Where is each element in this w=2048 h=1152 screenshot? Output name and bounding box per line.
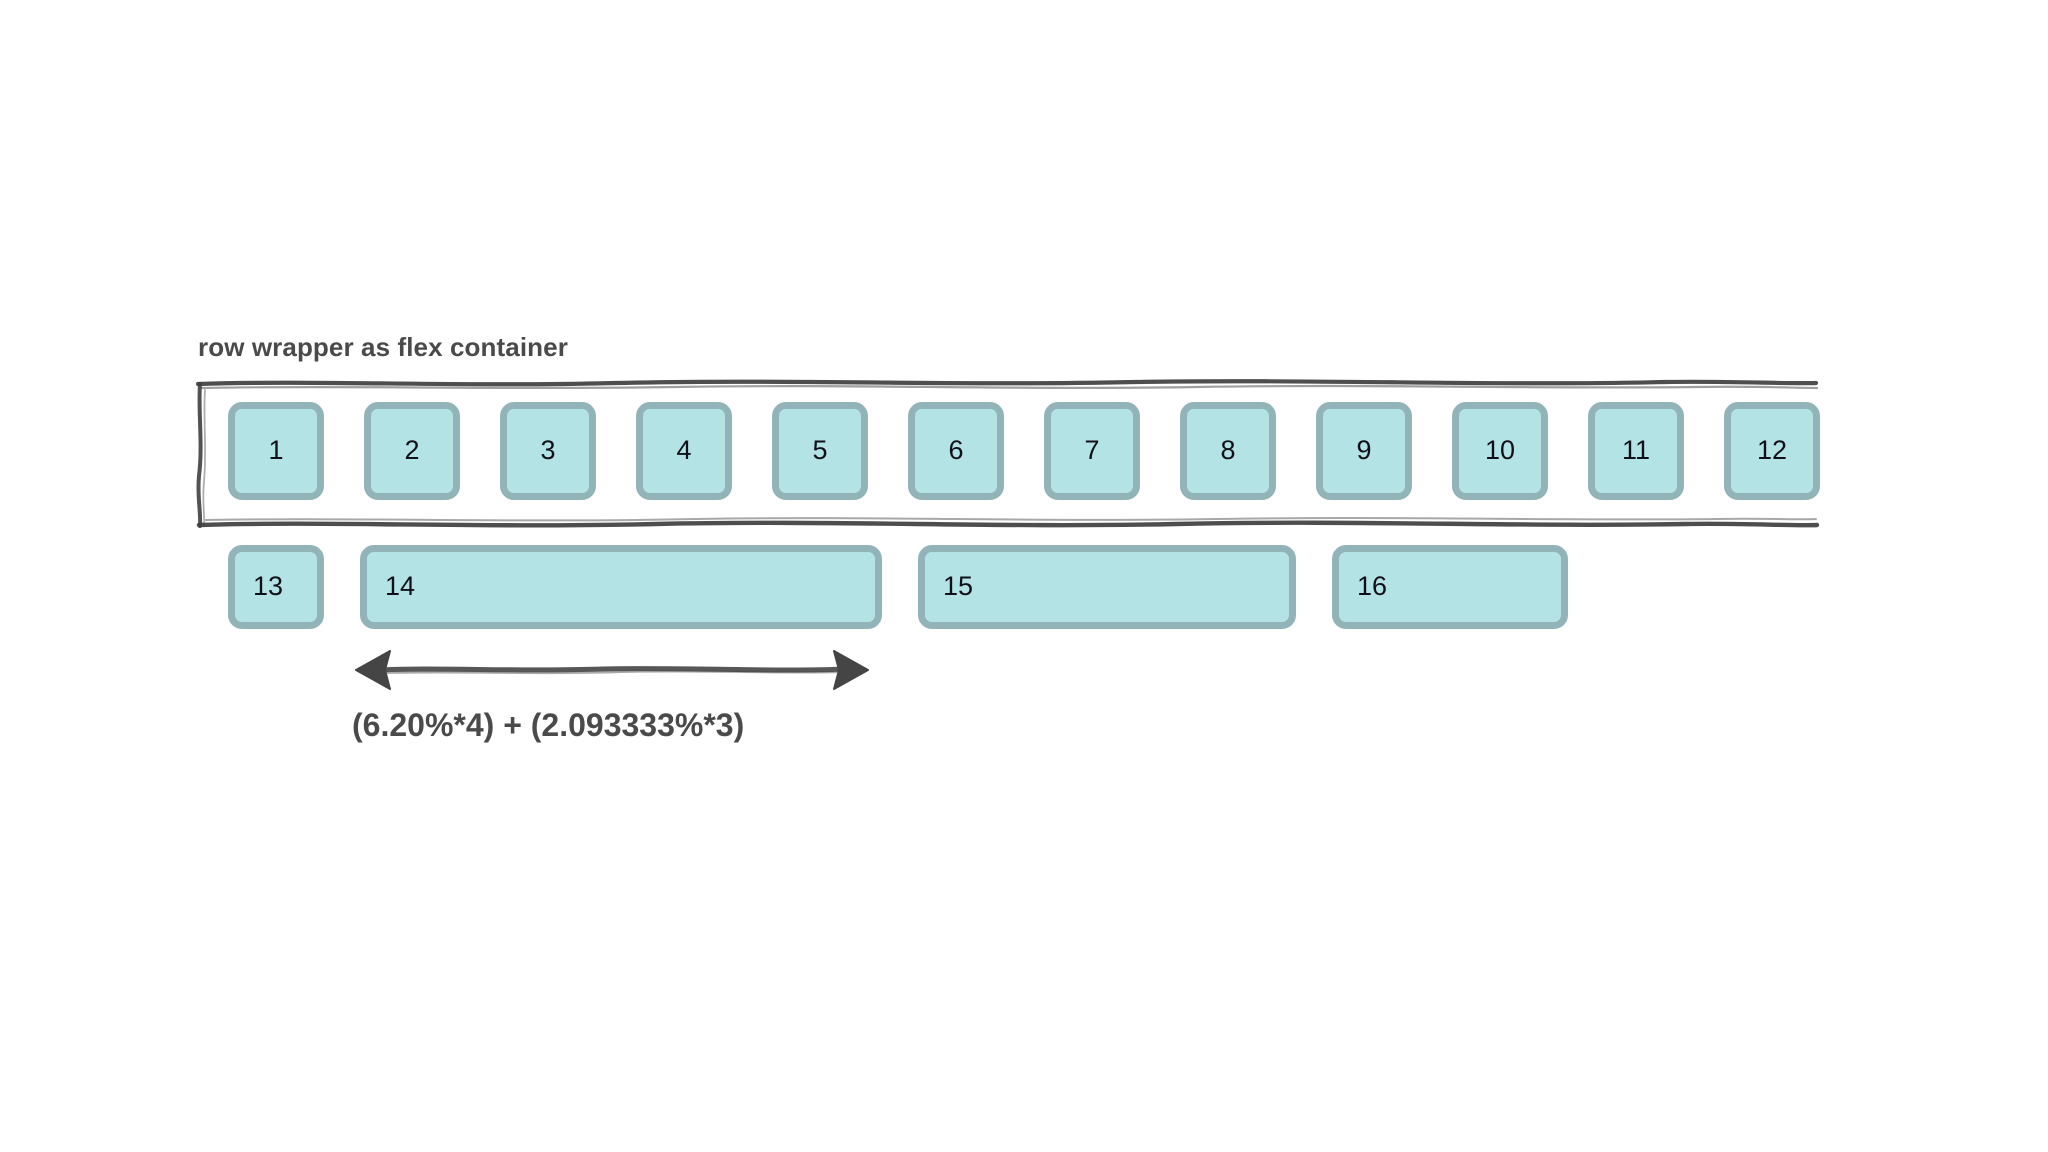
flex-item-6: 6 xyxy=(908,402,1004,500)
flex-container-outline xyxy=(195,378,1820,530)
flex-item-label: 6 xyxy=(948,434,964,465)
flex-item-label: 5 xyxy=(812,434,828,465)
arrow-head-left xyxy=(355,650,391,690)
flex-item-label: 11 xyxy=(1621,434,1651,465)
flex-item-13: 13 xyxy=(228,545,324,629)
flex-item-10: 10 xyxy=(1452,402,1548,500)
flex-item-label: 3 xyxy=(540,434,556,465)
flex-item-label: 13 xyxy=(253,570,284,601)
flex-item-16: 16 xyxy=(1332,545,1568,629)
flex-item-7: 7 xyxy=(1044,402,1140,500)
measure-arrow-svg xyxy=(355,650,869,690)
flex-item-label: 7 xyxy=(1084,434,1100,465)
flex-item-label: 10 xyxy=(1484,434,1516,465)
flex-item-label: 8 xyxy=(1220,434,1236,465)
flex-item-14: 14 xyxy=(360,545,882,629)
flex-item-2: 2 xyxy=(364,402,460,500)
flex-item-label: 4 xyxy=(676,434,692,465)
flex-item-label: 16 xyxy=(1357,570,1388,601)
flex-row-2: 13 14 15 16 xyxy=(228,545,1568,631)
span-formula-label: (6.20%*4) + (2.093333%*3) xyxy=(352,707,745,743)
page-title: row wrapper as flex container xyxy=(198,332,568,362)
flex-item-4: 4 xyxy=(636,402,732,500)
flex-item-9: 9 xyxy=(1316,402,1412,500)
flex-item-5: 5 xyxy=(772,402,868,500)
flex-item-15: 15 xyxy=(918,545,1296,629)
flex-item-1: 1 xyxy=(228,402,324,500)
flex-item-label: 15 xyxy=(943,570,974,601)
flex-item-12: 12 xyxy=(1724,402,1820,500)
span-measure-arrow xyxy=(352,640,872,700)
flex-item-label: 14 xyxy=(385,570,416,601)
flex-item-11: 11 xyxy=(1588,402,1684,500)
sketch-border-svg xyxy=(195,379,1820,528)
flex-item-label: 1 xyxy=(268,434,284,465)
flex-item-label: 9 xyxy=(1356,434,1372,465)
flex-item-label: 12 xyxy=(1756,434,1788,465)
flex-item-3: 3 xyxy=(500,402,596,500)
arrow-head-right xyxy=(833,650,869,690)
flex-item-label: 2 xyxy=(404,434,420,465)
flex-item-8: 8 xyxy=(1180,402,1276,500)
